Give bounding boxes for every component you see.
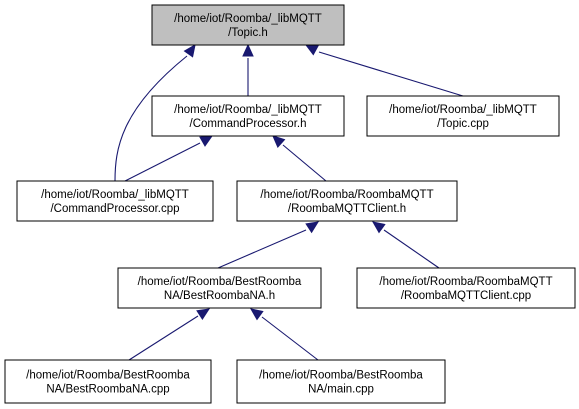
- node-label-line: /home/iot/Roomba/BestRoomba: [138, 276, 302, 288]
- node-label-line: /RoombaMQTTClient.h: [288, 203, 406, 215]
- edge-arrowhead: [242, 43, 254, 57]
- node-label-line: /home/iot/Roomba/RoombaMQTT: [379, 276, 552, 288]
- node-topic_cpp[interactable]: /home/iot/Roomba/_libMQTT/Topic.cpp: [366, 95, 560, 137]
- node-box: [236, 180, 458, 222]
- node-bestroombana_cpp[interactable]: /home/iot/Roomba/BestRoombaNA/BestRoomba…: [4, 359, 212, 404]
- edge-line: [114, 55, 188, 182]
- node-label-line: /Topic.cpp: [437, 118, 489, 130]
- edge-bestroombana_h-to-rmqttclient_h: [217, 221, 320, 269]
- edge-line: [128, 315, 199, 361]
- node-box: [151, 95, 345, 137]
- node-label-line: /CommandProcessor.cpp: [50, 203, 179, 215]
- node-label-line: /home/iot/Roomba/_libMQTT: [174, 104, 322, 116]
- edge-arrowhead: [305, 221, 320, 234]
- node-rmqttclient_h[interactable]: /home/iot/Roomba/RoombaMQTT/RoombaMQTTCl…: [236, 180, 458, 222]
- node-bestroombana_h[interactable]: /home/iot/Roomba/BestRoombaNA/BestRoomba…: [117, 267, 322, 309]
- node-label-line: /Topic.h: [228, 27, 268, 39]
- node-main_cpp[interactable]: /home/iot/Roomba/BestRoombaNA/main.cpp: [236, 359, 446, 404]
- node-label-line: /RoombaMQTTClient.cpp: [401, 290, 531, 302]
- node-label-line: /home/iot/Roomba/_libMQTT: [389, 104, 537, 116]
- node-label-line: /home/iot/Roomba/_libMQTT: [41, 189, 189, 201]
- node-label-line: /home/iot/Roomba/BestRoomba: [26, 370, 190, 382]
- node-label-line: NA/BestRoombaNA.cpp: [46, 384, 169, 396]
- edge-arrowhead: [372, 221, 386, 234]
- edge-cmdproc_cpp-to-cmdproc_h: [124, 135, 214, 182]
- node-box: [356, 267, 576, 309]
- edge-cmdproc_h-to-topic_h: [242, 43, 254, 96]
- node-box: [151, 4, 345, 46]
- edge-line: [282, 144, 327, 182]
- edge-arrowhead: [199, 135, 214, 147]
- node-label-line: NA/main.cpp: [308, 384, 374, 396]
- node-cmdproc_cpp[interactable]: /home/iot/Roomba/_libMQTT/CommandProcess…: [16, 180, 214, 222]
- edge-line: [217, 229, 307, 269]
- edge-arrowhead: [183, 44, 196, 58]
- node-box: [16, 180, 214, 222]
- edge-line: [261, 316, 319, 361]
- edge-cmdproc_cpp-to-topic_h: [114, 44, 196, 182]
- node-cmdproc_h[interactable]: /home/iot/Roomba/_libMQTT/CommandProcess…: [151, 95, 345, 137]
- edge-arrowhead: [304, 44, 319, 56]
- edge-arrowhead: [250, 308, 264, 321]
- edge-arrowhead: [196, 308, 211, 321]
- node-label-line: /home/iot/Roomba/_libMQTT: [174, 13, 322, 25]
- node-box: [4, 359, 212, 404]
- node-label-line: /home/iot/Roomba/BestRoomba: [259, 370, 423, 382]
- edge-rmqttclient_cpp-to-rmqttclient_h: [372, 221, 440, 269]
- nodes-layer: /home/iot/Roomba/_libMQTT/Topic.h/home/i…: [4, 4, 576, 404]
- node-box: [236, 359, 446, 404]
- edge-bestroombana_cpp-to-bestroombana_h: [128, 308, 211, 361]
- node-label-line: /home/iot/Roomba/RoombaMQTT: [260, 189, 433, 201]
- node-box: [117, 267, 322, 309]
- node-box: [366, 95, 560, 137]
- node-rmqttclient_cpp[interactable]: /home/iot/Roomba/RoombaMQTT/RoombaMQTTCl…: [356, 267, 576, 309]
- node-label-line: NA/BestRoombaNA.h: [164, 290, 275, 302]
- edge-main_cpp-to-bestroombana_h: [250, 308, 319, 361]
- edge-line: [383, 229, 440, 269]
- edge-topic_cpp-to-topic_h: [304, 44, 464, 97]
- edge-line: [124, 142, 201, 182]
- edge-line: [318, 51, 464, 97]
- node-topic_h[interactable]: /home/iot/Roomba/_libMQTT/Topic.h: [151, 4, 345, 46]
- edge-arrowhead: [272, 135, 286, 149]
- edge-rmqttclient_h-to-cmdproc_h: [272, 135, 327, 182]
- node-label-line: /CommandProcessor.h: [190, 118, 307, 130]
